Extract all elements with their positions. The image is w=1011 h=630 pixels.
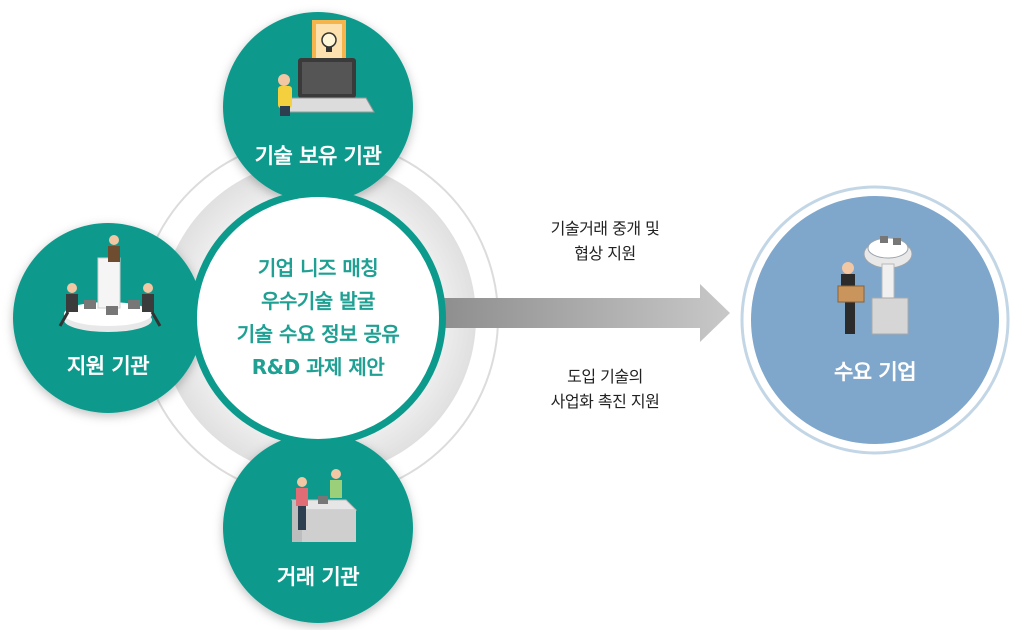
- node-label-left: 지원 기관: [66, 354, 150, 378]
- center-circle: [197, 197, 439, 439]
- laptop-lightbulb-icon: [278, 20, 375, 116]
- node-label-top: 기술 보유 기관: [254, 144, 382, 168]
- flow-lower-line-2: 사업화 촉진 지원: [550, 392, 660, 411]
- node-label-target: 수요 기업: [833, 360, 917, 384]
- podium-people-icon: [58, 235, 162, 332]
- flow-arrow: [440, 284, 730, 342]
- center-line-1: 기업 니즈 매칭: [257, 256, 379, 280]
- center-line-4: R&D 과제 제안: [251, 355, 385, 379]
- center-text: 기업 니즈 매칭 우수기술 발굴 기술 수요 정보 공유 R&D 과제 제안: [198, 252, 438, 384]
- machine-box-icon: [837, 236, 913, 335]
- flow-text-upper: 기술거래 중개 및 협상 지원: [520, 216, 690, 266]
- flow-text-lower: 도입 기술의 사업화 촉진 지원: [520, 364, 690, 414]
- center-line-3: 기술 수요 정보 공유: [236, 322, 400, 346]
- node-label-bottom: 거래 기관: [276, 565, 360, 589]
- flow-upper-line-1: 기술거래 중개 및: [550, 219, 660, 238]
- flow-upper-line-2: 협상 지원: [574, 244, 636, 263]
- trade-counter-icon: [290, 469, 358, 542]
- flow-lower-line-1: 도입 기술의: [567, 367, 643, 386]
- center-line-2: 우수기술 발굴: [261, 289, 375, 313]
